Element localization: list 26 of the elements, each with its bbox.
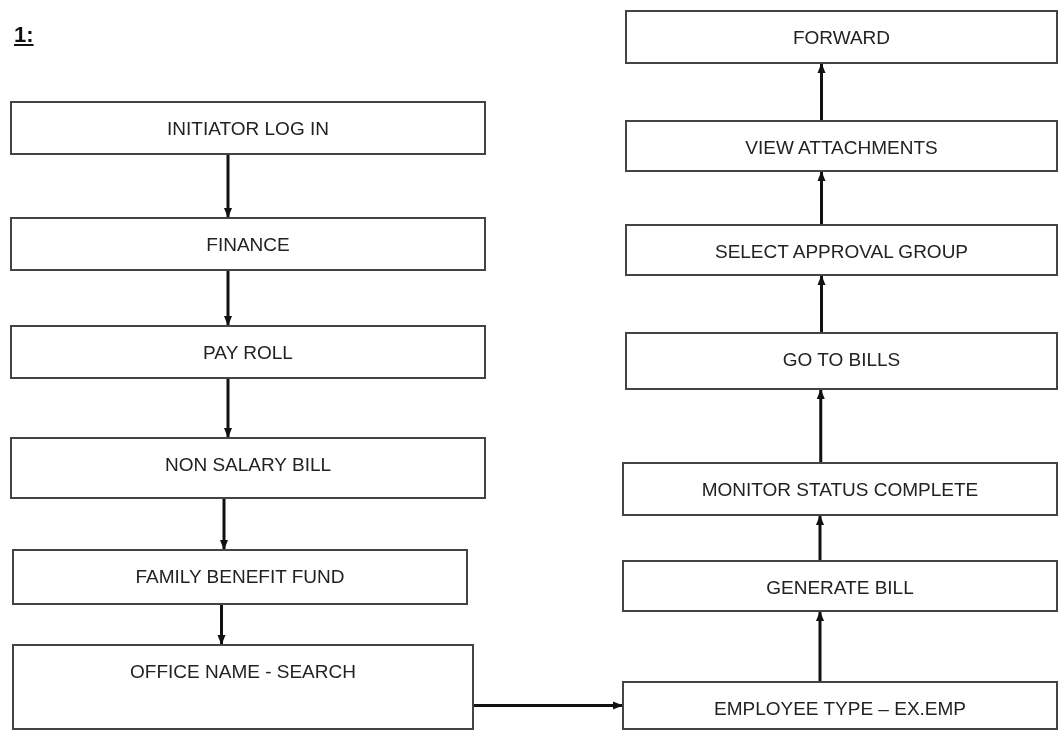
process-box: FAMILY BENEFIT FUND [12,549,468,605]
process-box: MONITOR STATUS COMPLETE [622,462,1058,516]
process-box: GENERATE BILL [622,560,1058,612]
arrow [220,499,228,550]
process-box: GO TO BILLS [625,332,1058,390]
arrow [817,63,826,120]
arrow [217,605,226,645]
process-box: EMPLOYEE TYPE – EX.EMP [622,681,1058,730]
arrow [224,271,232,326]
process-box: FORWARD [625,10,1058,64]
arrow [474,701,623,710]
process-box: FINANCE [10,217,486,271]
process-box: INITIATOR LOG IN [10,101,486,155]
arrow [224,379,232,438]
arrow [816,389,825,462]
arrow [817,275,826,332]
process-box: PAY ROLL [10,325,486,379]
arrow [816,515,824,560]
arrow [816,611,824,681]
process-box: OFFICE NAME - SEARCH [12,644,474,730]
title: 1: [14,21,34,49]
process-box: SELECT APPROVAL GROUP [625,224,1058,276]
process-box: NON SALARY BILL [10,437,486,499]
arrow [224,155,232,218]
process-box: VIEW ATTACHMENTS [625,120,1058,172]
arrow [817,171,826,224]
